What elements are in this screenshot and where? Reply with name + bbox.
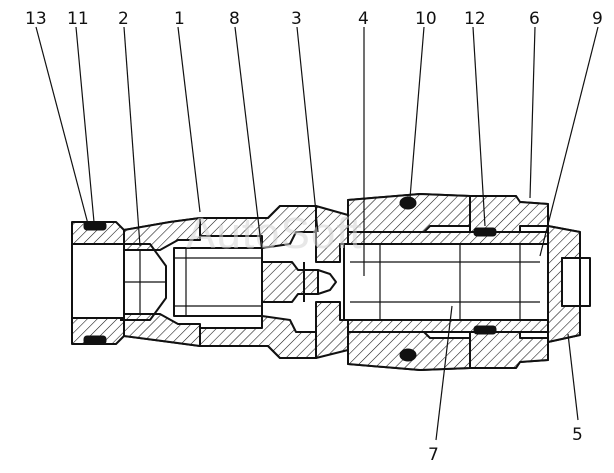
callout-3: 3 <box>291 9 302 29</box>
callout-6: 6 <box>529 9 540 29</box>
callout-13: 13 <box>25 9 47 29</box>
callout-4: 4 <box>358 9 369 29</box>
seal-10-lower <box>399 348 417 362</box>
callout-10: 10 <box>415 9 437 29</box>
sleeve-part-8 <box>173 247 263 317</box>
seals <box>83 196 497 362</box>
watermark-text: AutoSoft <box>186 209 363 258</box>
right-housing <box>347 193 591 371</box>
callout-5: 5 <box>572 425 583 445</box>
callout-labels: 13 11 2 1 8 3 4 10 12 6 9 5 7 <box>25 9 603 465</box>
callout-1: 1 <box>174 9 185 29</box>
left-fitting-upper <box>71 221 125 345</box>
callout-2: 2 <box>118 9 129 29</box>
callout-8: 8 <box>229 9 240 29</box>
seal-11-lower <box>83 335 107 345</box>
callout-12: 12 <box>464 9 486 29</box>
seal-10-upper <box>399 196 417 210</box>
left-bore <box>120 239 200 325</box>
callout-9: 9 <box>592 9 603 29</box>
leader-lines <box>35 26 599 441</box>
callout-11: 11 <box>67 9 89 29</box>
spool-part-4 <box>343 231 549 333</box>
callout-7: 7 <box>428 445 439 465</box>
poppet-part-3 <box>261 261 337 303</box>
seal-11-upper <box>83 221 107 231</box>
seal-12-lower <box>473 325 497 335</box>
seal-12-upper <box>473 227 497 237</box>
